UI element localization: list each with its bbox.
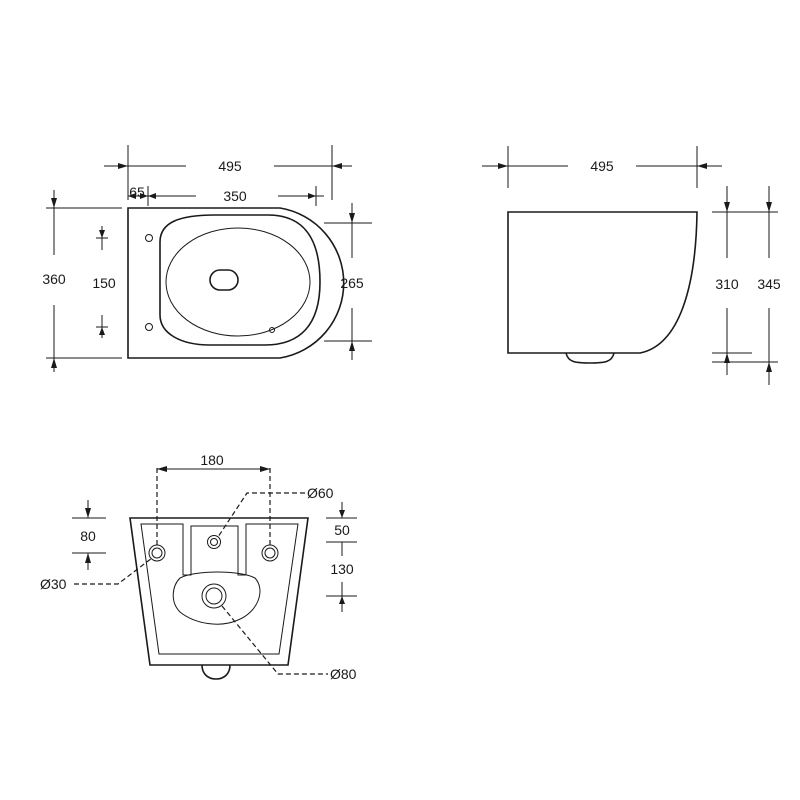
inlet-icon	[210, 538, 218, 546]
fixing-hole-icon	[264, 547, 276, 559]
top-fixing-spacing-label: 150	[92, 275, 116, 291]
dimension-arrow-icon	[85, 508, 91, 518]
seat-hinge-icon	[269, 327, 275, 333]
top-view-outline	[127, 207, 345, 359]
dimension-arrow-icon	[140, 193, 148, 199]
rear-view-inner-outline	[140, 523, 299, 655]
dimension-arrow-icon	[51, 198, 57, 208]
top-overall-length-label: 495	[218, 158, 242, 174]
side-view-outline	[507, 211, 698, 354]
dimension-arrow-icon	[349, 213, 355, 223]
dimension-arrow-icon	[724, 202, 730, 212]
dimension-arrow-icon	[339, 596, 345, 604]
dimension-arrow-icon	[498, 163, 508, 169]
dimension-arrow-icon	[118, 163, 128, 169]
dimension-arrow-icon	[260, 466, 270, 472]
dimension-arrow-icon	[339, 510, 345, 518]
outlet-icon	[201, 583, 227, 609]
dimension-arrow-icon	[85, 553, 91, 563]
fixing-hole-icon	[151, 547, 163, 559]
top-view: 495 65 350 360 150 26	[42, 145, 372, 372]
dimension-arrow-icon	[724, 353, 730, 363]
top-view-outlet	[209, 269, 239, 291]
rear-view-spigot	[201, 664, 231, 680]
outlet-icon	[205, 587, 223, 605]
inlet-icon	[207, 535, 221, 549]
dimension-arrow-icon	[349, 341, 355, 351]
side-overall-height-label: 345	[757, 276, 781, 292]
side-bowl-height-label: 310	[715, 276, 739, 292]
dimension-arrow-icon	[51, 358, 57, 368]
rear-inlet-offset-label: 50	[334, 522, 350, 538]
dimension-arrow-icon	[148, 193, 156, 199]
rear-fixing-centres-label: 180	[200, 452, 224, 468]
fixing-hole-icon	[145, 234, 153, 242]
side-view: 495 310 345	[482, 146, 781, 385]
dimension-arrow-icon	[128, 193, 136, 199]
fixing-hole-icon	[148, 544, 166, 562]
side-view-outlet-spigot	[565, 352, 615, 364]
top-view-rim	[159, 214, 321, 346]
dimension-arrow-icon	[99, 230, 105, 238]
rear-view: 180 Ø60 80 Ø30 50 130 Ø80	[40, 452, 357, 682]
rear-view-outline	[129, 517, 309, 666]
leader-line	[217, 492, 305, 538]
dimension-arrow-icon	[99, 327, 105, 335]
top-rear-offset-label: 65	[129, 184, 145, 200]
top-overall-width-label: 360	[42, 271, 66, 287]
dimension-arrow-icon	[697, 163, 707, 169]
rear-fixing-height-label: 80	[80, 528, 96, 544]
leader-line	[74, 557, 153, 585]
top-bowl-width-label: 265	[340, 275, 364, 291]
dimension-arrow-icon	[308, 193, 316, 199]
rear-fixing-diameter-label: Ø30	[40, 576, 67, 592]
dimension-arrow-icon	[332, 163, 342, 169]
dimension-arrow-icon	[766, 202, 772, 212]
fixing-hole-icon	[261, 544, 279, 562]
leader-line	[221, 605, 328, 675]
top-view-bowl	[165, 227, 311, 337]
rear-view-outlet-recess	[172, 571, 261, 625]
dimension-arrow-icon	[157, 466, 167, 472]
dimension-arrow-icon	[766, 362, 772, 372]
rear-outlet-offset-label: 130	[330, 561, 354, 577]
rear-outlet-diameter-label: Ø80	[330, 666, 357, 682]
top-bowl-length-label: 350	[223, 188, 247, 204]
rear-inlet-diameter-label: Ø60	[307, 485, 334, 501]
side-overall-length-label: 495	[590, 158, 614, 174]
fixing-hole-icon	[145, 323, 153, 331]
